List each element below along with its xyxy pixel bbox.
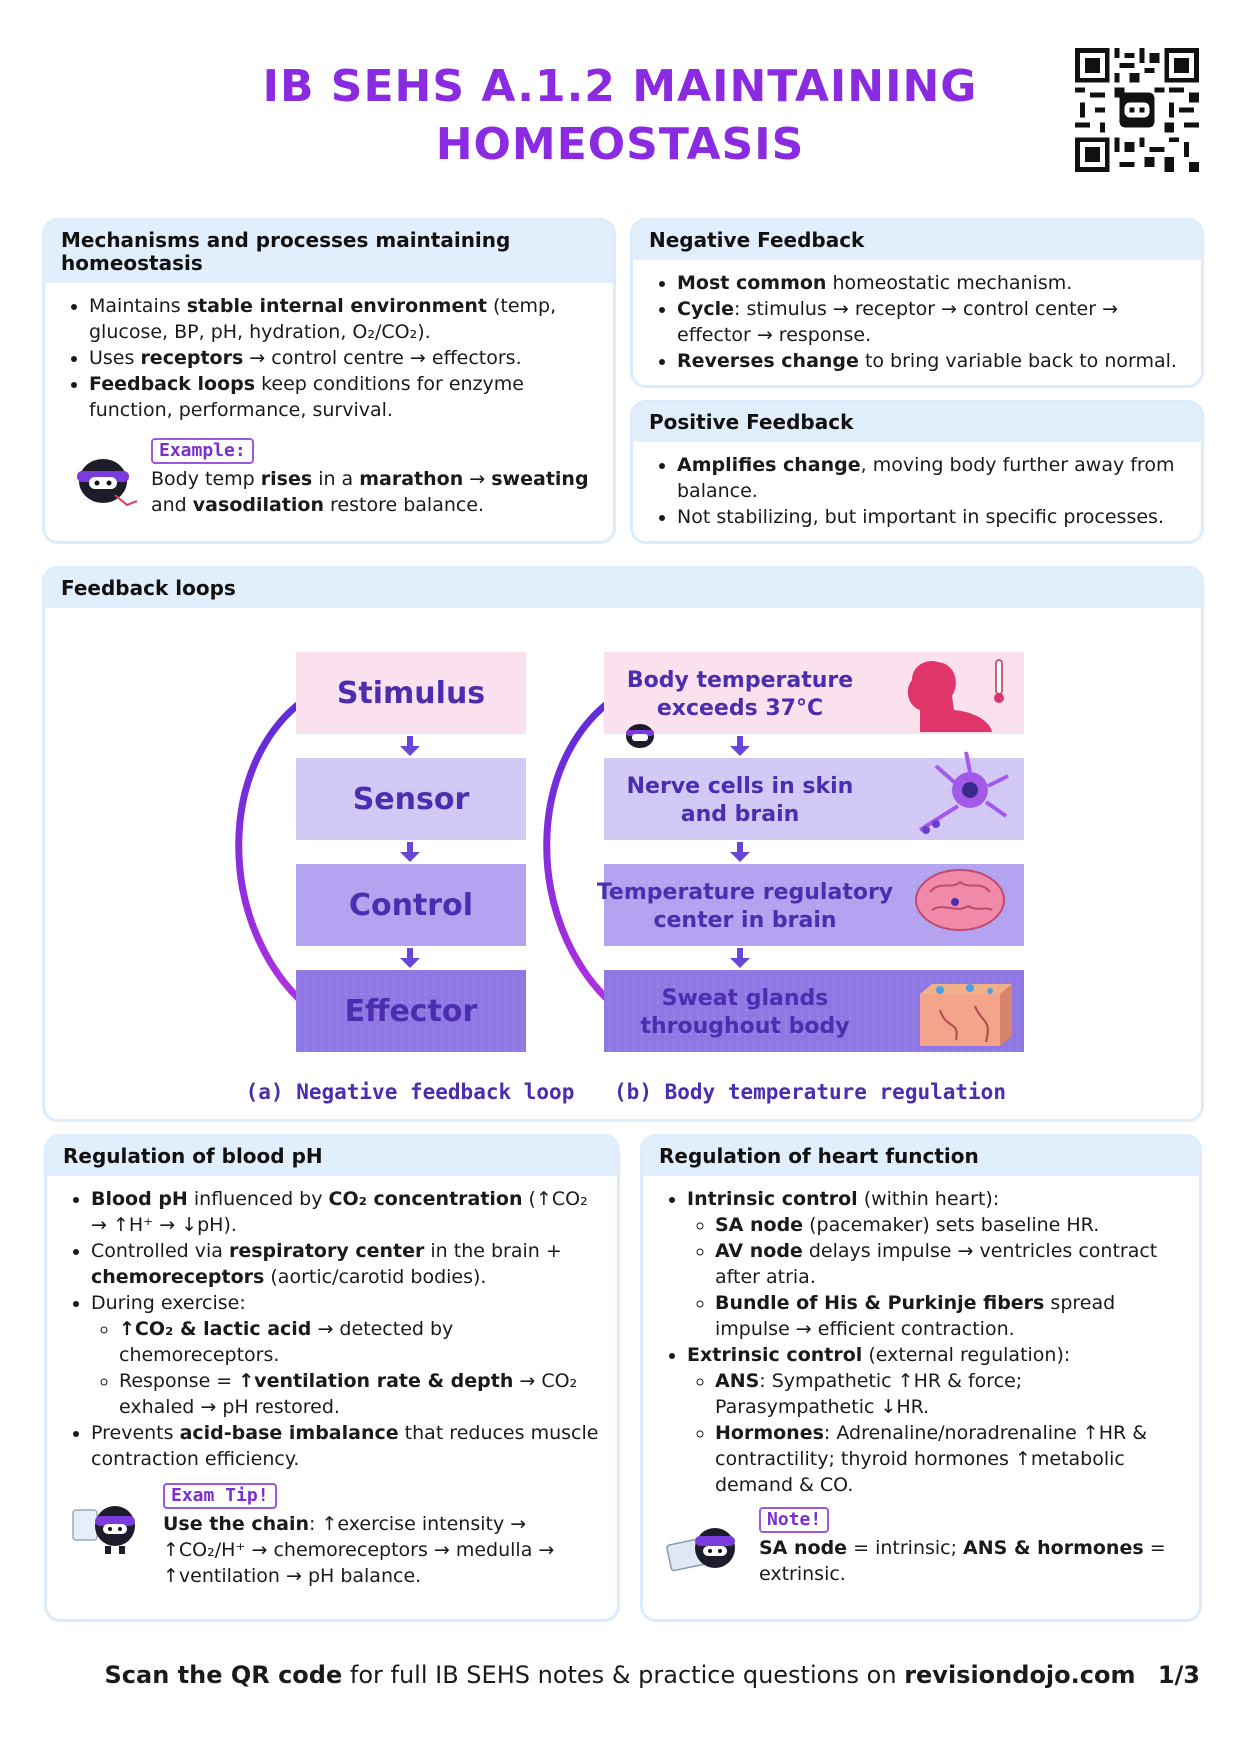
- svg-text:and brain: and brain: [681, 802, 800, 827]
- list-item: Response = ↑ventilation rate & depth → C…: [119, 1368, 601, 1420]
- caption-b: (b) Body temperature regulation: [614, 1080, 1006, 1104]
- list-item: Maintains stable internal environment (t…: [89, 293, 597, 345]
- note-text: SA node = intrinsic; ANS & hormones = ex…: [759, 1537, 1166, 1585]
- blood-ph-heading: Regulation of blood pH: [47, 1137, 617, 1176]
- title-line-1: IB SEHS A.1.2 MAINTAINING: [262, 61, 978, 112]
- note-callout: Note! SA node = intrinsic; ANS & hormone…: [659, 1506, 1183, 1587]
- list-item: Uses receptors → control centre → effect…: [89, 345, 597, 371]
- svg-text:Stimulus: Stimulus: [337, 676, 485, 711]
- page-title: IB SEHS A.1.2 MAINTAINING HOMEOSTASIS: [0, 58, 1240, 174]
- svg-text:Control: Control: [349, 888, 473, 923]
- list-item: Feedback loops keep conditions for enzym…: [89, 371, 597, 423]
- list-item: Reverses change to bring variable back t…: [677, 348, 1185, 374]
- right-down-arrows: [730, 736, 750, 968]
- list-item: Cycle: stimulus → receptor → control cen…: [677, 296, 1185, 348]
- website-link[interactable]: revisiondojo.com: [904, 1661, 1136, 1689]
- svg-text:Temperature regulatory: Temperature regulatory: [597, 880, 893, 905]
- svg-text:Effector: Effector: [345, 994, 478, 1029]
- negative-feedback-card: Negative Feedback Most common homeostati…: [630, 218, 1204, 388]
- list-item: ↑CO₂ & lactic acid → detected by chemore…: [119, 1316, 601, 1368]
- negative-feedback-heading: Negative Feedback: [633, 221, 1201, 260]
- list-item: Intrinsic control (within heart): SA nod…: [687, 1186, 1183, 1342]
- right-box-nerve-cells: Nerve cells in skin and brain: [604, 751, 1024, 840]
- example-callout: Example: Body temp rises in a marathon →…: [61, 437, 597, 518]
- list-item: Extrinsic control (external regulation):…: [687, 1342, 1183, 1498]
- right-loop-arrow: [543, 682, 640, 1022]
- right-box-sweat-glands: Sweat glands throughout body: [604, 970, 1024, 1052]
- ninja-mascot-small-icon: [626, 724, 654, 748]
- list-item: ANS: Sympathetic ↑HR & force; Parasympat…: [715, 1368, 1183, 1420]
- skin-layers-icon: [920, 984, 1012, 1046]
- neuron-icon: [918, 751, 1009, 834]
- mechanisms-heading: Mechanisms and processes maintaining hom…: [45, 221, 613, 283]
- heart-function-card: Regulation of heart function Intrinsic c…: [640, 1134, 1202, 1622]
- example-tag: Example:: [151, 438, 254, 464]
- exam-tip-callout: Exam Tip! Use the chain: ↑exercise inten…: [63, 1482, 601, 1589]
- right-box-body-temperature: Body temperature exceeds 37°C: [604, 652, 1024, 734]
- title-line-2: HOMEOSTASIS: [435, 119, 805, 170]
- list-item: Blood pH influenced by CO₂ concentration…: [91, 1186, 601, 1238]
- mechanisms-card: Mechanisms and processes maintaining hom…: [42, 218, 616, 544]
- left-down-arrows: [400, 736, 420, 968]
- example-text: Body temp rises in a marathon → sweating…: [151, 468, 589, 516]
- page-number: 1/3: [1157, 1661, 1200, 1689]
- qr-code-icon[interactable]: [1075, 48, 1199, 172]
- list-item: Amplifies change, moving body further aw…: [677, 452, 1185, 504]
- left-box-control: Control: [296, 864, 526, 946]
- svg-text:Nerve cells in skin: Nerve cells in skin: [627, 774, 854, 799]
- person-head-icon: [907, 660, 992, 732]
- ninja-mascot-tip-icon: [72, 1506, 135, 1554]
- caption-a: (a) Negative feedback loop: [246, 1080, 575, 1104]
- heart-function-heading: Regulation of heart function: [643, 1137, 1199, 1176]
- feedback-loops-heading: Feedback loops: [45, 569, 1201, 608]
- positive-feedback-heading: Positive Feedback: [633, 403, 1201, 442]
- feedback-loop-diagram: Stimulus Sensor Control Effector Body te…: [235, 652, 1024, 1104]
- exam-tip-text: Use the chain: ↑exercise intensity → ↑CO…: [163, 1513, 555, 1587]
- left-box-stimulus: Stimulus: [296, 652, 526, 734]
- list-item: Most common homeostatic mechanism.: [677, 270, 1185, 296]
- list-item: SA node (pacemaker) sets baseline HR.: [715, 1212, 1183, 1238]
- svg-text:throughout body: throughout body: [640, 1014, 849, 1039]
- svg-text:Sweat glands: Sweat glands: [662, 986, 829, 1011]
- list-item: During exercise: ↑CO₂ & lactic acid → de…: [91, 1290, 601, 1420]
- list-item: Hormones: Adrenaline/noradrenaline ↑HR &…: [715, 1420, 1183, 1498]
- thermometer-icon: [995, 659, 1003, 695]
- footer: Scan the QR code for full IB SEHS notes …: [0, 1660, 1240, 1690]
- list-item: Not stabilizing, but important in specif…: [677, 504, 1185, 530]
- svg-text:Sensor: Sensor: [353, 782, 470, 817]
- right-box-temperature-center: Temperature regulatory center in brain: [597, 864, 1024, 946]
- svg-text:Body temperature: Body temperature: [627, 668, 853, 693]
- brain-icon: [915, 869, 1005, 931]
- left-loop-arrow: [235, 682, 332, 1022]
- ninja-mascot-note-icon: [666, 1528, 735, 1572]
- exam-tip-tag: Exam Tip!: [163, 1483, 277, 1509]
- list-item: Controlled via respiratory center in the…: [91, 1238, 601, 1290]
- svg-text:exceeds 37°C: exceeds 37°C: [657, 696, 823, 721]
- note-tag: Note!: [759, 1507, 830, 1533]
- positive-feedback-card: Positive Feedback Amplifies change, movi…: [630, 400, 1204, 544]
- list-item: Bundle of His & Purkinje fibers spread i…: [715, 1290, 1183, 1342]
- list-item: AV node delays impulse → ventricles cont…: [715, 1238, 1183, 1290]
- blood-ph-card: Regulation of blood pH Blood pH influenc…: [44, 1134, 620, 1622]
- svg-text:center in brain: center in brain: [653, 908, 836, 933]
- footer-text: Scan the QR code for full IB SEHS notes …: [104, 1661, 1136, 1689]
- left-box-effector: Effector: [296, 970, 526, 1052]
- left-box-sensor: Sensor: [296, 758, 526, 840]
- ninja-mascot-icon: [77, 459, 138, 507]
- list-item: Prevents acid-base imbalance that reduce…: [91, 1420, 601, 1472]
